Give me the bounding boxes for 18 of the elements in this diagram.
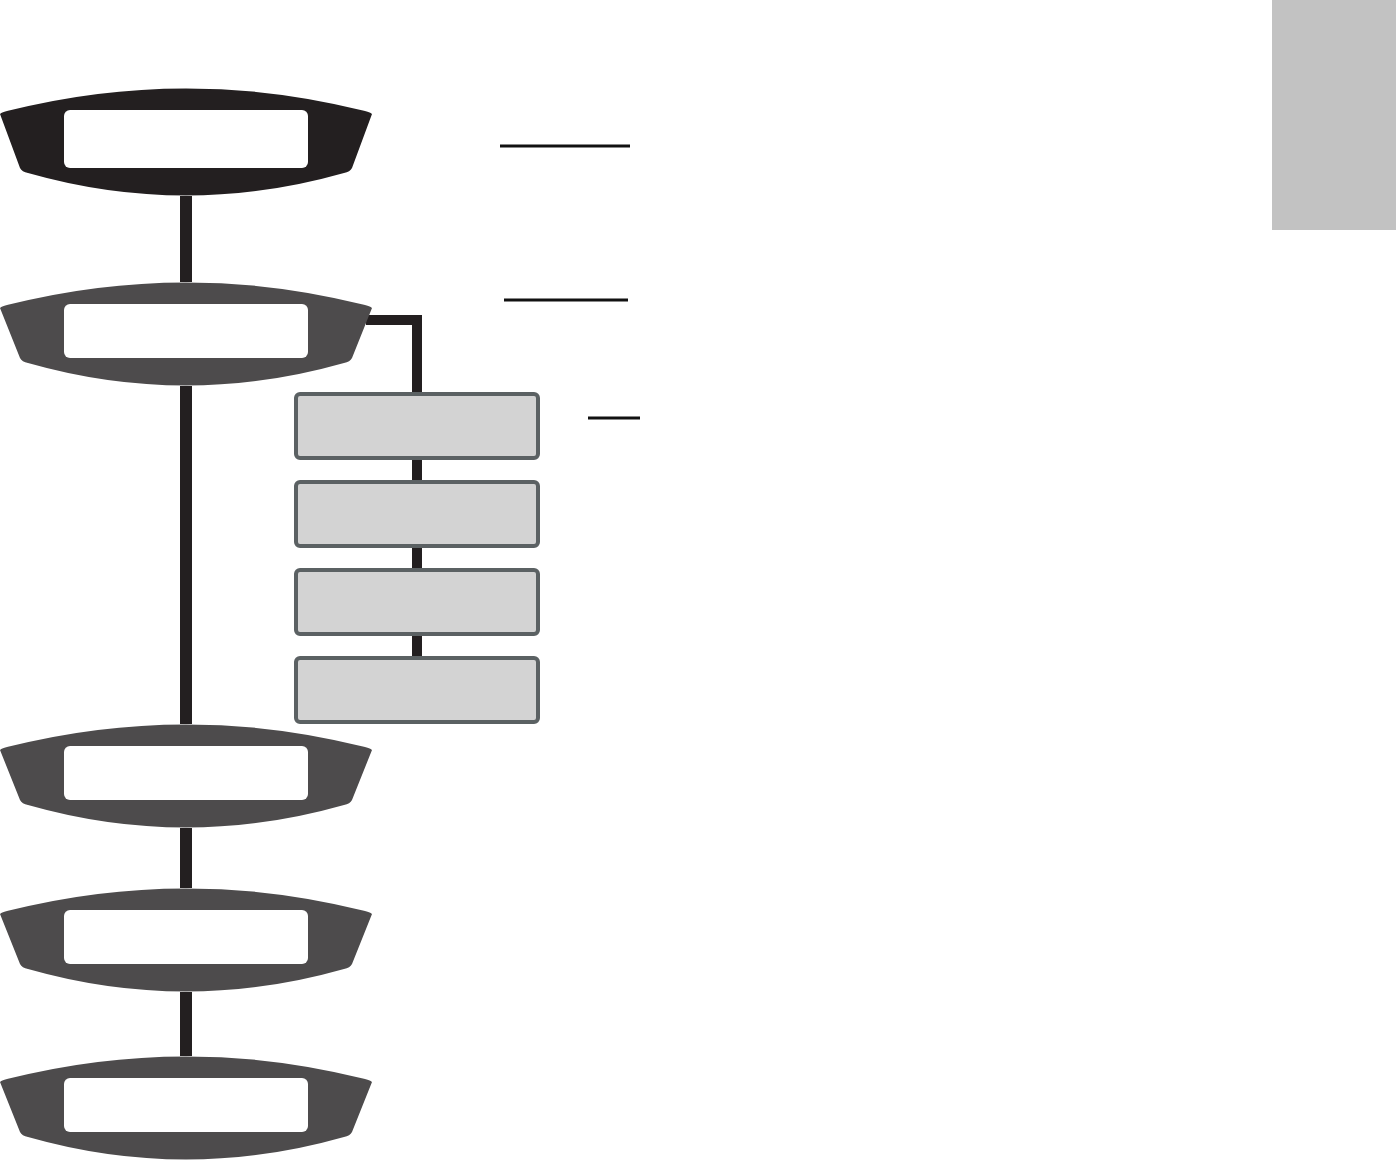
empty-box bbox=[294, 656, 540, 724]
connector-line bbox=[412, 548, 422, 568]
barrel-shape bbox=[0, 282, 372, 386]
connector-line bbox=[180, 828, 192, 888]
connector-line bbox=[180, 196, 192, 282]
empty-box bbox=[294, 480, 540, 548]
empty-box bbox=[294, 568, 540, 636]
side-tab bbox=[1272, 0, 1396, 230]
connector-line bbox=[180, 992, 192, 1056]
empty-box bbox=[294, 392, 540, 460]
connector-line bbox=[366, 315, 422, 392]
connector-line bbox=[180, 386, 192, 724]
barrel-shape bbox=[0, 1056, 372, 1160]
barrel-shape bbox=[0, 724, 372, 828]
barrel-shape bbox=[0, 888, 372, 992]
barrel-shape bbox=[0, 88, 372, 196]
connector-line bbox=[412, 460, 422, 480]
connector-line bbox=[412, 636, 422, 656]
